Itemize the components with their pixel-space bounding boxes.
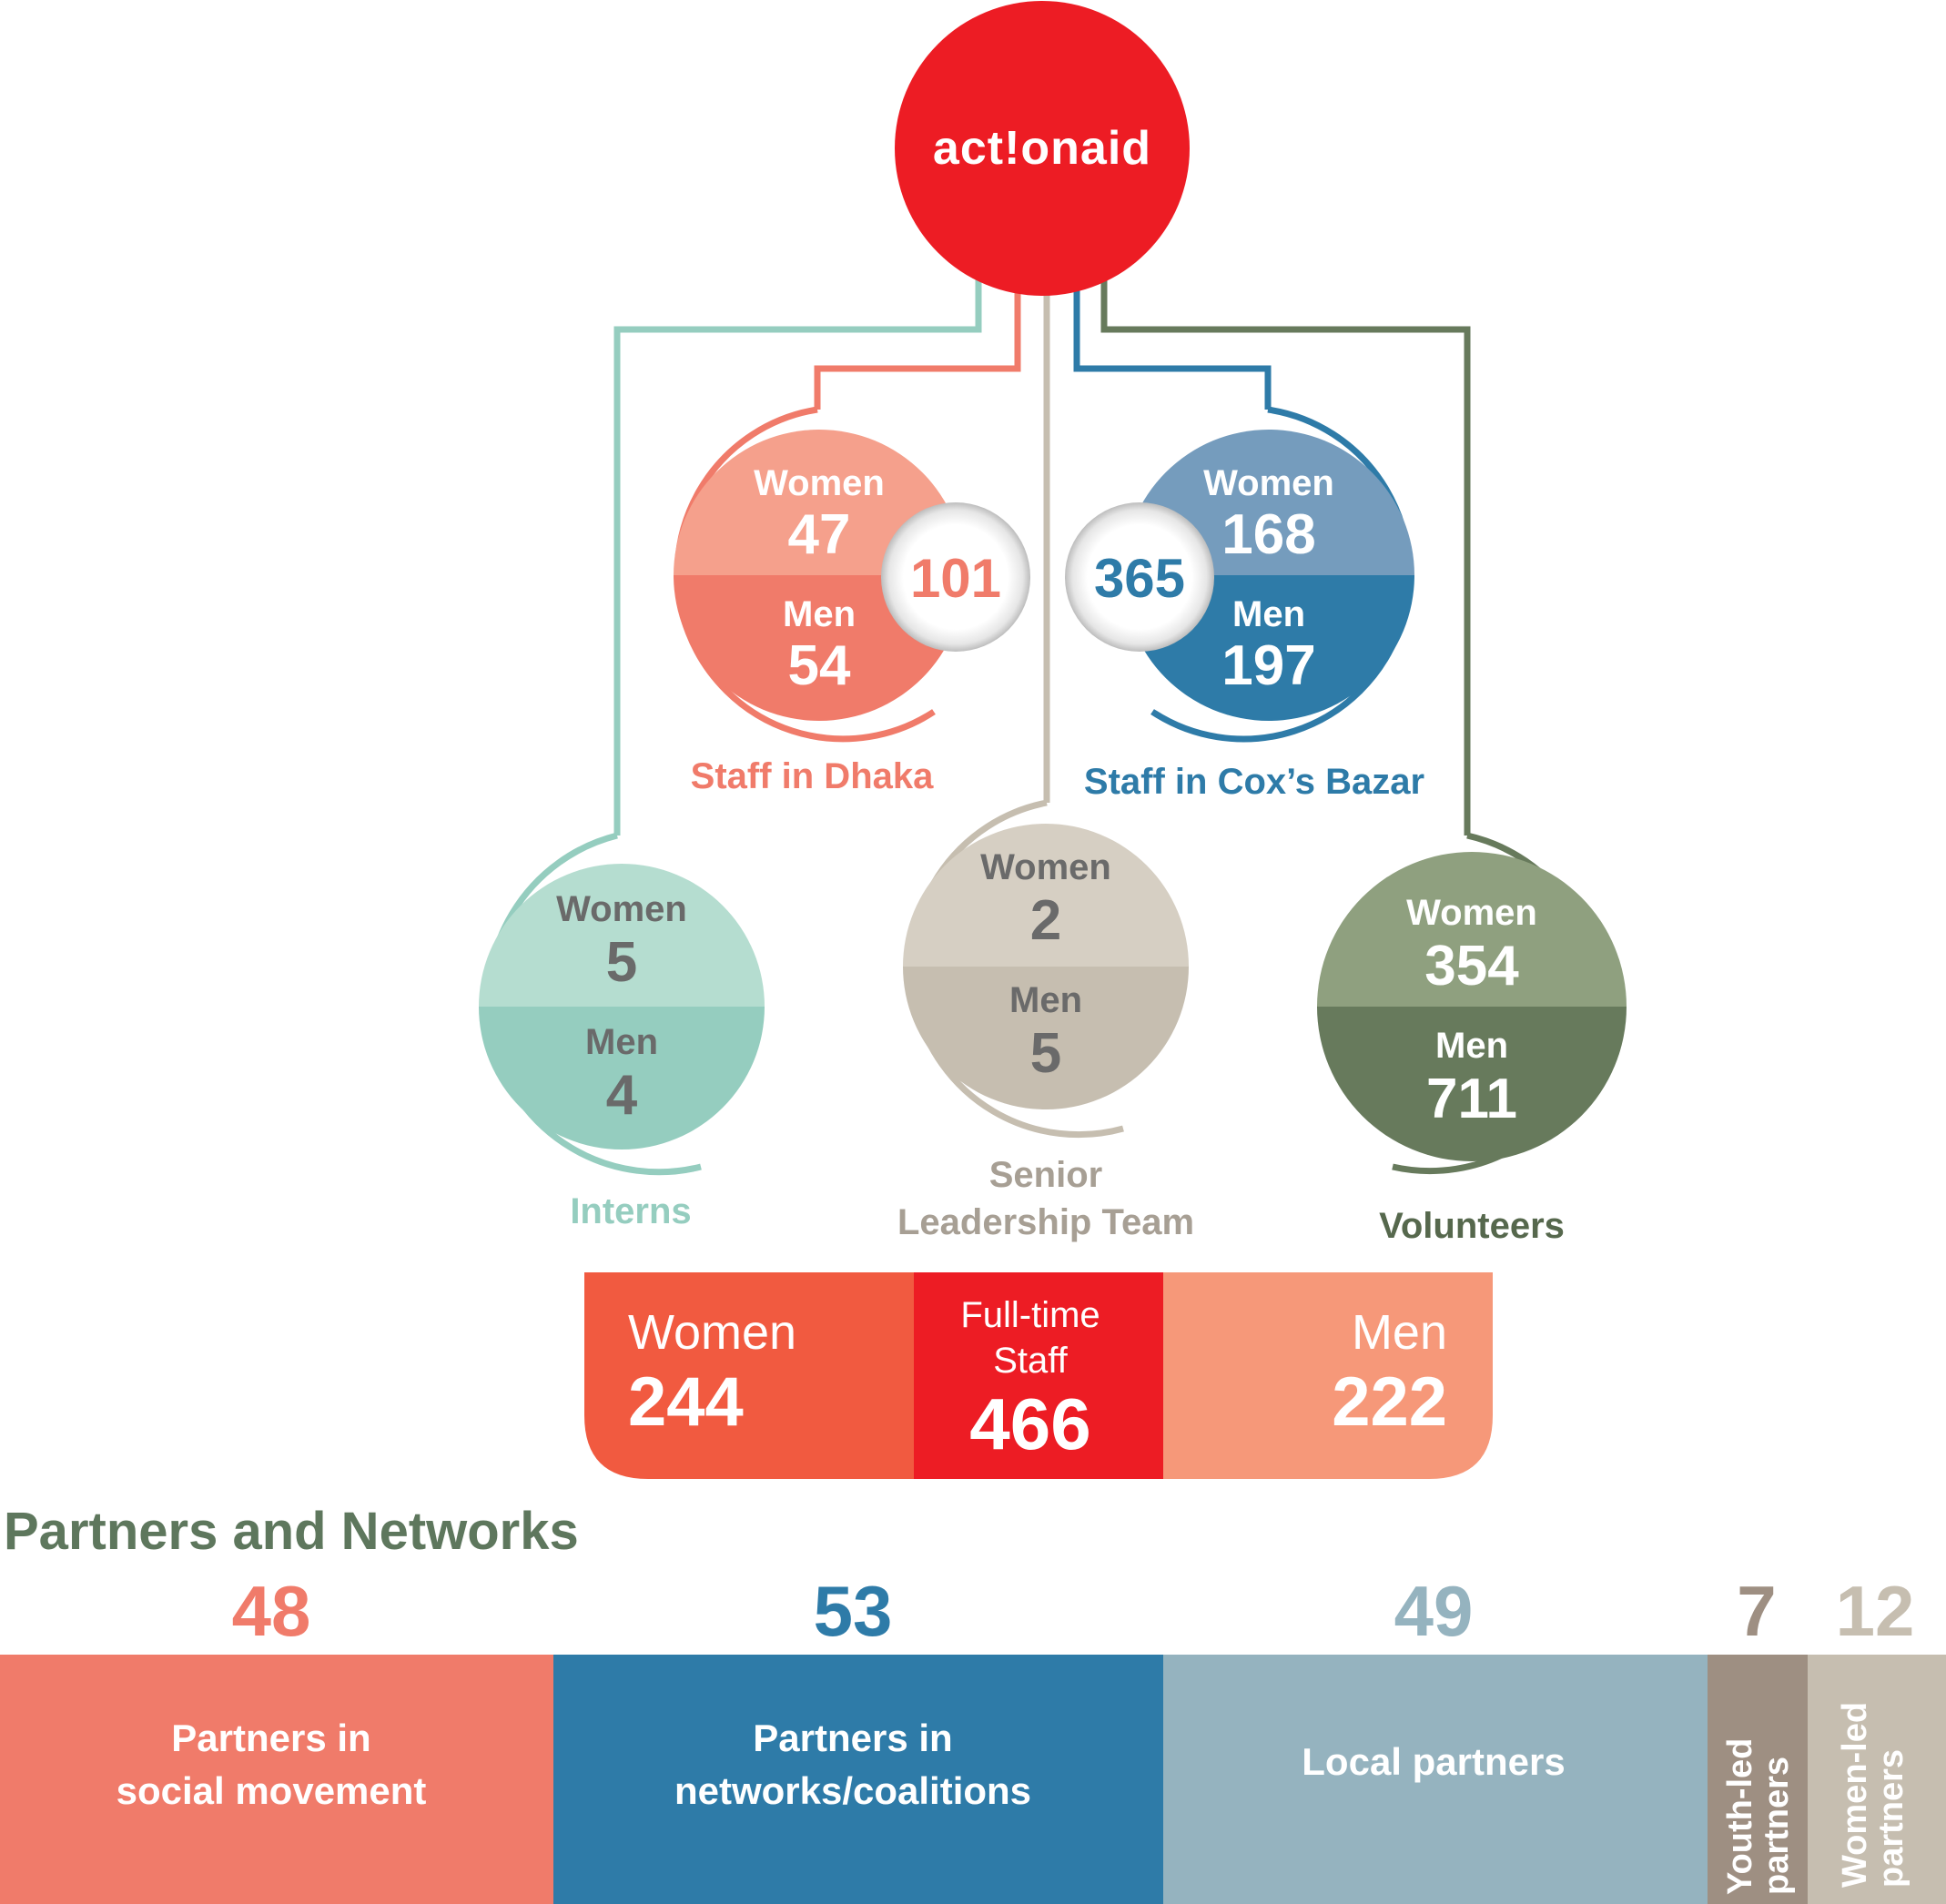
fulltime-men-label: Men bbox=[1352, 1305, 1447, 1360]
fulltime-women-label: Women bbox=[628, 1305, 796, 1360]
dhaka-label: Staff in Dhaka bbox=[691, 756, 934, 796]
dhaka-women-value: 47 bbox=[788, 503, 851, 566]
partner-bar-networks bbox=[553, 1655, 1163, 1904]
dhaka-total-bubble bbox=[881, 502, 1030, 652]
interns-women-value: 5 bbox=[606, 931, 637, 994]
connector-coxs bbox=[1073, 278, 1272, 410]
partner-label-networks-2: networks/coalitions bbox=[674, 1769, 1031, 1812]
partners-title: Partners and Networks bbox=[4, 1502, 579, 1561]
partner-bar-local bbox=[1163, 1655, 1708, 1904]
volunteers-label: Volunteers bbox=[1379, 1206, 1565, 1246]
partner-bar-women-led bbox=[1808, 1655, 1946, 1904]
dhaka-men-label: Men bbox=[783, 594, 856, 634]
volunteers-men-value: 711 bbox=[1426, 1068, 1517, 1130]
partner-label-women-led-2: partners bbox=[1872, 1749, 1911, 1888]
volunteers-men-label: Men bbox=[1435, 1026, 1508, 1066]
dhaka-men-value: 54 bbox=[788, 634, 851, 697]
connector-dhaka bbox=[814, 278, 1021, 410]
partner-label-networks-1: Partners in bbox=[753, 1717, 952, 1759]
logo-text: act!onaid bbox=[933, 122, 1151, 175]
dhaka-women-label: Women bbox=[754, 463, 885, 503]
slt-women-value: 2 bbox=[1030, 889, 1061, 952]
fulltime-staff-bar: Women 244 Full-time Staff 466 Men 222 bbox=[584, 1272, 1493, 1479]
fulltime-total: 466 bbox=[969, 1383, 1090, 1464]
slt-label-line2: Leadership Team bbox=[897, 1202, 1194, 1242]
partner-count-networks: 53 bbox=[814, 1571, 893, 1651]
partner-label-social-movement-1: Partners in bbox=[171, 1717, 370, 1759]
interns-men-label: Men bbox=[585, 1022, 658, 1062]
interns-women-label: Women bbox=[556, 889, 687, 929]
actionaid-logo: act!onaid bbox=[895, 1, 1190, 296]
partner-label-youth-led-1: Youth-led bbox=[1721, 1738, 1759, 1895]
slt-men-label: Men bbox=[1009, 980, 1082, 1020]
slt-label-line1: Senior bbox=[989, 1155, 1102, 1195]
connector-volunteers bbox=[1100, 278, 1471, 836]
partner-count-women-led: 12 bbox=[1836, 1571, 1915, 1651]
fulltime-center-line1: Full-time bbox=[960, 1295, 1100, 1335]
partner-count-social-movement: 48 bbox=[232, 1571, 311, 1651]
partner-bar-youth-led bbox=[1708, 1655, 1808, 1904]
coxs-men-label: Men bbox=[1232, 594, 1305, 634]
interns-men-value: 4 bbox=[606, 1064, 638, 1127]
partner-label-social-movement-2: social movement bbox=[117, 1769, 427, 1812]
fulltime-men-value: 222 bbox=[1332, 1363, 1447, 1441]
group-senior-leadership: Women 2 Men 5 Senior Leadership Team bbox=[897, 824, 1194, 1242]
connector-lines bbox=[613, 278, 1471, 836]
coxs-label: Staff in Cox’s Bazar bbox=[1084, 762, 1424, 802]
partner-label-youth-led-2: partners bbox=[1758, 1757, 1796, 1895]
interns-label: Interns bbox=[570, 1191, 691, 1231]
connector-interns bbox=[613, 278, 982, 836]
coxs-men-value: 197 bbox=[1221, 634, 1315, 697]
fulltime-women-value: 244 bbox=[628, 1363, 744, 1441]
partner-label-local: Local partners bbox=[1302, 1740, 1565, 1783]
fulltime-center-line2: Staff bbox=[993, 1341, 1068, 1381]
group-volunteers: Women 354 Men 711 Volunteers bbox=[1317, 852, 1627, 1246]
partner-bar-social-movement bbox=[0, 1655, 553, 1904]
coxs-total-bubble bbox=[1065, 502, 1214, 652]
group-coxs-bazar: Women 168 Men 197 365 Staff in Cox’s Baz… bbox=[1065, 430, 1424, 802]
slt-men-value: 5 bbox=[1030, 1022, 1061, 1085]
coxs-total: 365 bbox=[1094, 548, 1185, 609]
partners-section: Partners and Networks 48 53 49 7 12 Part… bbox=[0, 1502, 1946, 1904]
volunteers-women-value: 354 bbox=[1424, 935, 1519, 998]
dhaka-total: 101 bbox=[910, 548, 1001, 609]
partner-count-local: 49 bbox=[1394, 1571, 1474, 1651]
partner-label-women-led-1: Women-led bbox=[1836, 1702, 1874, 1888]
coxs-women-label: Women bbox=[1203, 463, 1334, 503]
volunteers-women-label: Women bbox=[1406, 893, 1537, 933]
slt-women-label: Women bbox=[980, 847, 1111, 887]
group-interns: Women 5 Men 4 Interns bbox=[479, 864, 765, 1231]
partner-count-youth-led: 7 bbox=[1737, 1571, 1776, 1651]
coxs-women-value: 168 bbox=[1221, 503, 1315, 566]
